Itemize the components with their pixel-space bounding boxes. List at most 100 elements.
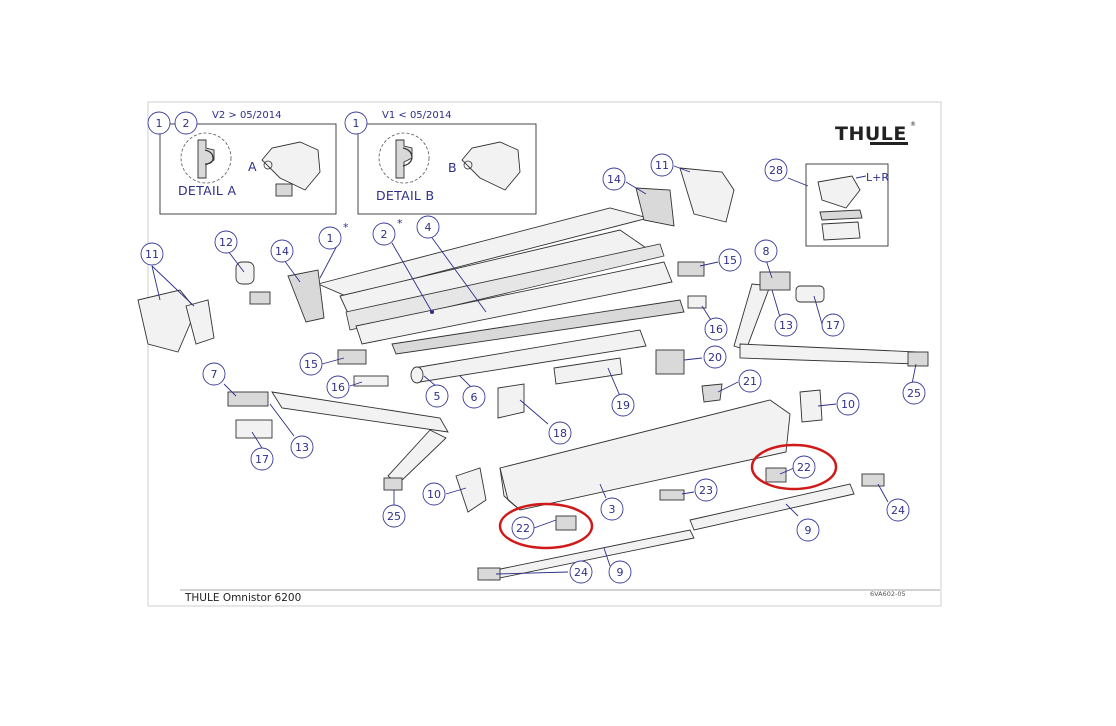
svg-text:11: 11 xyxy=(145,248,159,261)
callout-9-left: 9 xyxy=(608,560,632,584)
callout-24-left: 24 xyxy=(569,560,593,584)
svg-text:23: 23 xyxy=(699,484,713,497)
detail-b-panel: 1 V1 < 05/2014 DETAIL B B xyxy=(344,110,537,215)
svg-text:17: 17 xyxy=(255,453,269,466)
callout-16-right: 16 xyxy=(704,317,728,341)
inset-28-panel: L+R xyxy=(805,163,889,247)
svg-text:28: 28 xyxy=(769,164,783,177)
callout-14-left: 14 xyxy=(270,239,294,263)
svg-text:16: 16 xyxy=(709,323,723,336)
detail-a-letter: A xyxy=(248,159,257,174)
detail-b-letter: B xyxy=(448,160,457,175)
callout-21: 21 xyxy=(738,369,762,393)
svg-text:*: * xyxy=(397,217,403,230)
callout-6: 6 xyxy=(462,385,486,409)
callout-22-left: 22 xyxy=(511,516,535,540)
svg-text:THULE: THULE xyxy=(835,123,907,145)
svg-text:20: 20 xyxy=(708,351,722,364)
callout-13-left: 13 xyxy=(290,435,314,459)
svg-text:15: 15 xyxy=(723,254,737,267)
callout-5: 5 xyxy=(425,384,449,408)
detail-a-label: DETAIL A xyxy=(178,183,236,198)
svg-text:10: 10 xyxy=(841,398,855,411)
svg-text:17: 17 xyxy=(826,319,840,332)
callout-2: 2 * xyxy=(372,217,403,246)
svg-text:7: 7 xyxy=(211,368,218,381)
highlight-ring-22-left xyxy=(498,502,594,550)
callout-19: 19 xyxy=(611,393,635,417)
svg-text:®: ® xyxy=(910,121,916,128)
svg-text:3: 3 xyxy=(609,503,616,516)
inset-28-label: L+R xyxy=(866,171,889,184)
callout-7: 7 xyxy=(202,362,226,386)
callout-15-right: 15 xyxy=(718,248,742,272)
svg-text:14: 14 xyxy=(275,245,289,258)
svg-text:1: 1 xyxy=(353,117,360,130)
svg-text:16: 16 xyxy=(331,381,345,394)
callout-28: 28 xyxy=(764,158,788,182)
callout-11-left: 11 xyxy=(140,242,164,266)
svg-text:25: 25 xyxy=(387,510,401,523)
callout-17-left: 17 xyxy=(250,447,274,471)
svg-text:4: 4 xyxy=(425,221,432,234)
svg-text:9: 9 xyxy=(805,524,812,537)
variant-badge-1 xyxy=(147,111,171,135)
parts-artwork xyxy=(137,167,929,581)
svg-text:2: 2 xyxy=(381,228,388,241)
thule-logo: THULE ® xyxy=(835,121,916,145)
svg-text:12: 12 xyxy=(219,236,233,249)
callout-17-right: 17 xyxy=(821,313,845,337)
callout-14-right: 14 xyxy=(602,167,626,191)
callout-23: 23 xyxy=(694,478,718,502)
variant-badge-2 xyxy=(174,111,198,135)
callout-13-right: 13 xyxy=(774,313,798,337)
callout-12: 12 xyxy=(214,230,238,254)
highlight-ring-22-right xyxy=(750,443,838,491)
variant-badge-1 xyxy=(344,111,368,135)
callout-25-right: 25 xyxy=(902,381,926,405)
svg-text:5: 5 xyxy=(434,390,441,403)
detail-a-panel: 1 2 V2 > 05/2014 DETAIL A A xyxy=(147,110,337,215)
callout-10-left: 10 xyxy=(422,482,446,506)
svg-text:11: 11 xyxy=(655,159,669,172)
drawing-frame xyxy=(147,101,942,607)
svg-text:15: 15 xyxy=(304,358,318,371)
detail-b-label: DETAIL B xyxy=(376,188,434,203)
version-label-v1: V1 < 05/2014 xyxy=(382,110,451,121)
svg-text:21: 21 xyxy=(743,375,757,388)
callout-10-right: 10 xyxy=(836,392,860,416)
callout-8: 8 xyxy=(754,239,778,263)
svg-text:1: 1 xyxy=(156,117,163,130)
footer-code: 6VA602-05 xyxy=(870,590,906,598)
footer-title: THULE Omnistor 6200 xyxy=(184,592,301,604)
svg-text:19: 19 xyxy=(616,399,630,412)
svg-text:24: 24 xyxy=(891,504,905,517)
version-label-v2: V2 > 05/2014 xyxy=(212,110,281,121)
callout-18: 18 xyxy=(548,421,572,445)
callout-3: 3 xyxy=(600,497,624,521)
callout-25-left: 25 xyxy=(382,504,406,528)
leader-lines xyxy=(151,165,917,575)
callout-22-right: 22 xyxy=(792,455,816,479)
callout-1: 1 * xyxy=(318,221,349,250)
svg-text:25: 25 xyxy=(907,387,921,400)
svg-text:18: 18 xyxy=(553,427,567,440)
svg-text:2: 2 xyxy=(183,117,190,130)
callout-24-right: 24 xyxy=(886,498,910,522)
svg-text:13: 13 xyxy=(779,319,793,332)
svg-text:6: 6 xyxy=(471,391,478,404)
callout-20: 20 xyxy=(703,345,727,369)
callout-16-left: 16 xyxy=(326,375,350,399)
svg-text:24: 24 xyxy=(574,566,588,579)
svg-text:9: 9 xyxy=(617,566,624,579)
svg-text:22: 22 xyxy=(797,461,811,474)
callout-15-left: 15 xyxy=(299,352,323,376)
svg-text:13: 13 xyxy=(295,441,309,454)
svg-text:*: * xyxy=(343,221,349,234)
callout-11-right: 11 xyxy=(650,153,674,177)
callout-4: 4 xyxy=(416,215,440,239)
svg-text:8: 8 xyxy=(763,245,770,258)
svg-text:10: 10 xyxy=(427,488,441,501)
callout-9-right: 9 xyxy=(796,518,820,542)
